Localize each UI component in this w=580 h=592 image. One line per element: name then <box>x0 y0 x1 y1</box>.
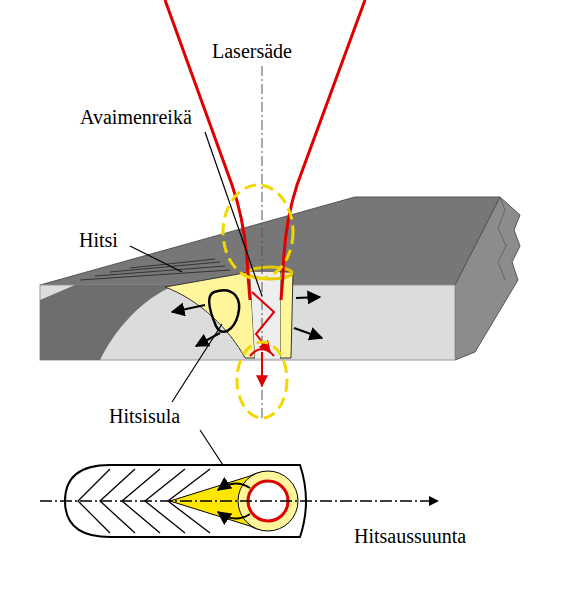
top-view <box>40 500 438 502</box>
part-label: Hitsi <box>77 229 120 252</box>
focus-ellipses <box>223 185 293 418</box>
workpiece-plate <box>40 197 520 360</box>
leader-lines <box>130 246 182 272</box>
laser-beam <box>165 0 365 386</box>
flow-arrows <box>296 297 320 298</box>
part-label: Avaimenreikä <box>78 106 194 129</box>
flow-arrows <box>172 305 205 312</box>
flow-arrows <box>172 297 322 346</box>
leader-lines <box>172 324 222 402</box>
flow-arrows <box>294 328 322 338</box>
leader-lines <box>205 132 262 296</box>
weld-bead-ripples <box>80 259 230 280</box>
part-label: Hitsisula <box>107 405 182 428</box>
weld-pool <box>165 267 293 358</box>
laser-beam <box>261 352 263 386</box>
leader-lines <box>130 132 262 488</box>
workpiece-plate <box>498 197 506 280</box>
weld-pool <box>250 272 280 358</box>
top-view <box>218 483 250 490</box>
part-label: Hitsaussuunta <box>352 525 468 548</box>
top-view <box>218 512 250 519</box>
part-label: Lasersäde <box>210 40 294 63</box>
beam-axis <box>262 66 263 418</box>
flow-arrows <box>196 333 220 346</box>
focus-ellipses <box>237 342 287 418</box>
focus-ellipses <box>223 185 293 279</box>
weld-pool <box>165 272 255 358</box>
weld-pool <box>209 290 239 332</box>
workpiece-plate <box>40 197 500 285</box>
workpiece-plate <box>40 285 175 360</box>
